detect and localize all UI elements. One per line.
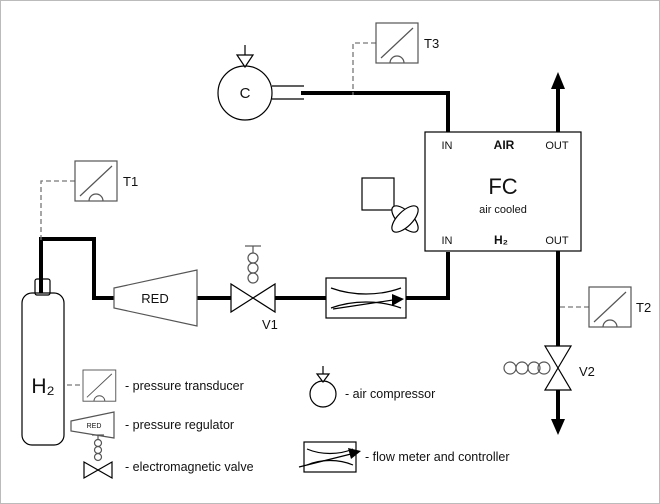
flow-meter-icon [325,277,407,319]
h2-out-arrow [551,419,565,435]
fc-top-in-label: IN [442,140,453,152]
t1-label: T1 [123,174,138,189]
legend-air-compressor-icon [309,366,337,408]
fc-top-out-label: OUT [545,140,569,152]
legend-pressure-regulator-icon: RED [70,411,115,439]
legend-pressure-transducer-label: - pressure transducer [125,379,244,393]
pressure-transducer-icon-t2 [588,286,632,328]
legend-flow-meter-icon [298,441,361,473]
fuel-cell-box: IN AIR OUT FC air cooled IN H₂ OUT [424,131,582,252]
fc-subtitle: air cooled [479,204,527,216]
compressor-label: C [240,85,251,102]
v1-label: V1 [262,317,278,332]
cylinder-label: H₂ [31,375,54,398]
legend: - pressure transducer RED - pressure reg… [67,366,510,480]
legend-air-compressor-label: - air compressor [345,387,435,401]
electromagnetic-valve-icon-v2 [503,345,573,391]
air-outlet-pipe [551,72,565,132]
air-compressor-icon: C [217,45,304,121]
legend-electromagnetic-valve-icon [83,434,113,480]
regulator-label: RED [141,291,168,306]
t2-label: T2 [636,300,651,315]
hydrogen-supply-pipe [39,237,450,300]
legend-flow-meter-label: - flow meter and controller [365,450,510,464]
t1-signal-line [40,180,75,241]
pressure-transducer-icon-t1 [74,160,118,202]
legend-electromagnetic-valve-label: - electromagnetic valve [125,460,254,474]
hydrogen-outlet-pipe [551,251,565,435]
fan-icon [361,177,419,233]
electromagnetic-valve-icon-v1 [230,245,276,314]
fc-air-label: AIR [494,138,515,152]
air-supply-pipe [301,91,450,132]
fc-name: FC [488,174,517,199]
pressure-transducer-icon-t3 [375,22,419,64]
v2-label: V2 [579,364,595,379]
legend-regulator-text: RED [87,423,102,430]
fc-bottom-in-label: IN [442,235,453,247]
t3-label: T3 [424,36,439,51]
t3-signal-line [352,42,376,95]
pressure-regulator-icon: RED [113,269,198,327]
legend-pressure-regulator-label: - pressure regulator [125,418,234,432]
fc-bottom-out-label: OUT [545,235,569,247]
legend-pressure-transducer-icon [67,369,117,402]
air-out-arrow [551,72,565,89]
hydrogen-cylinder: H₂ [21,278,65,446]
fc-h2-label: H₂ [494,233,508,247]
